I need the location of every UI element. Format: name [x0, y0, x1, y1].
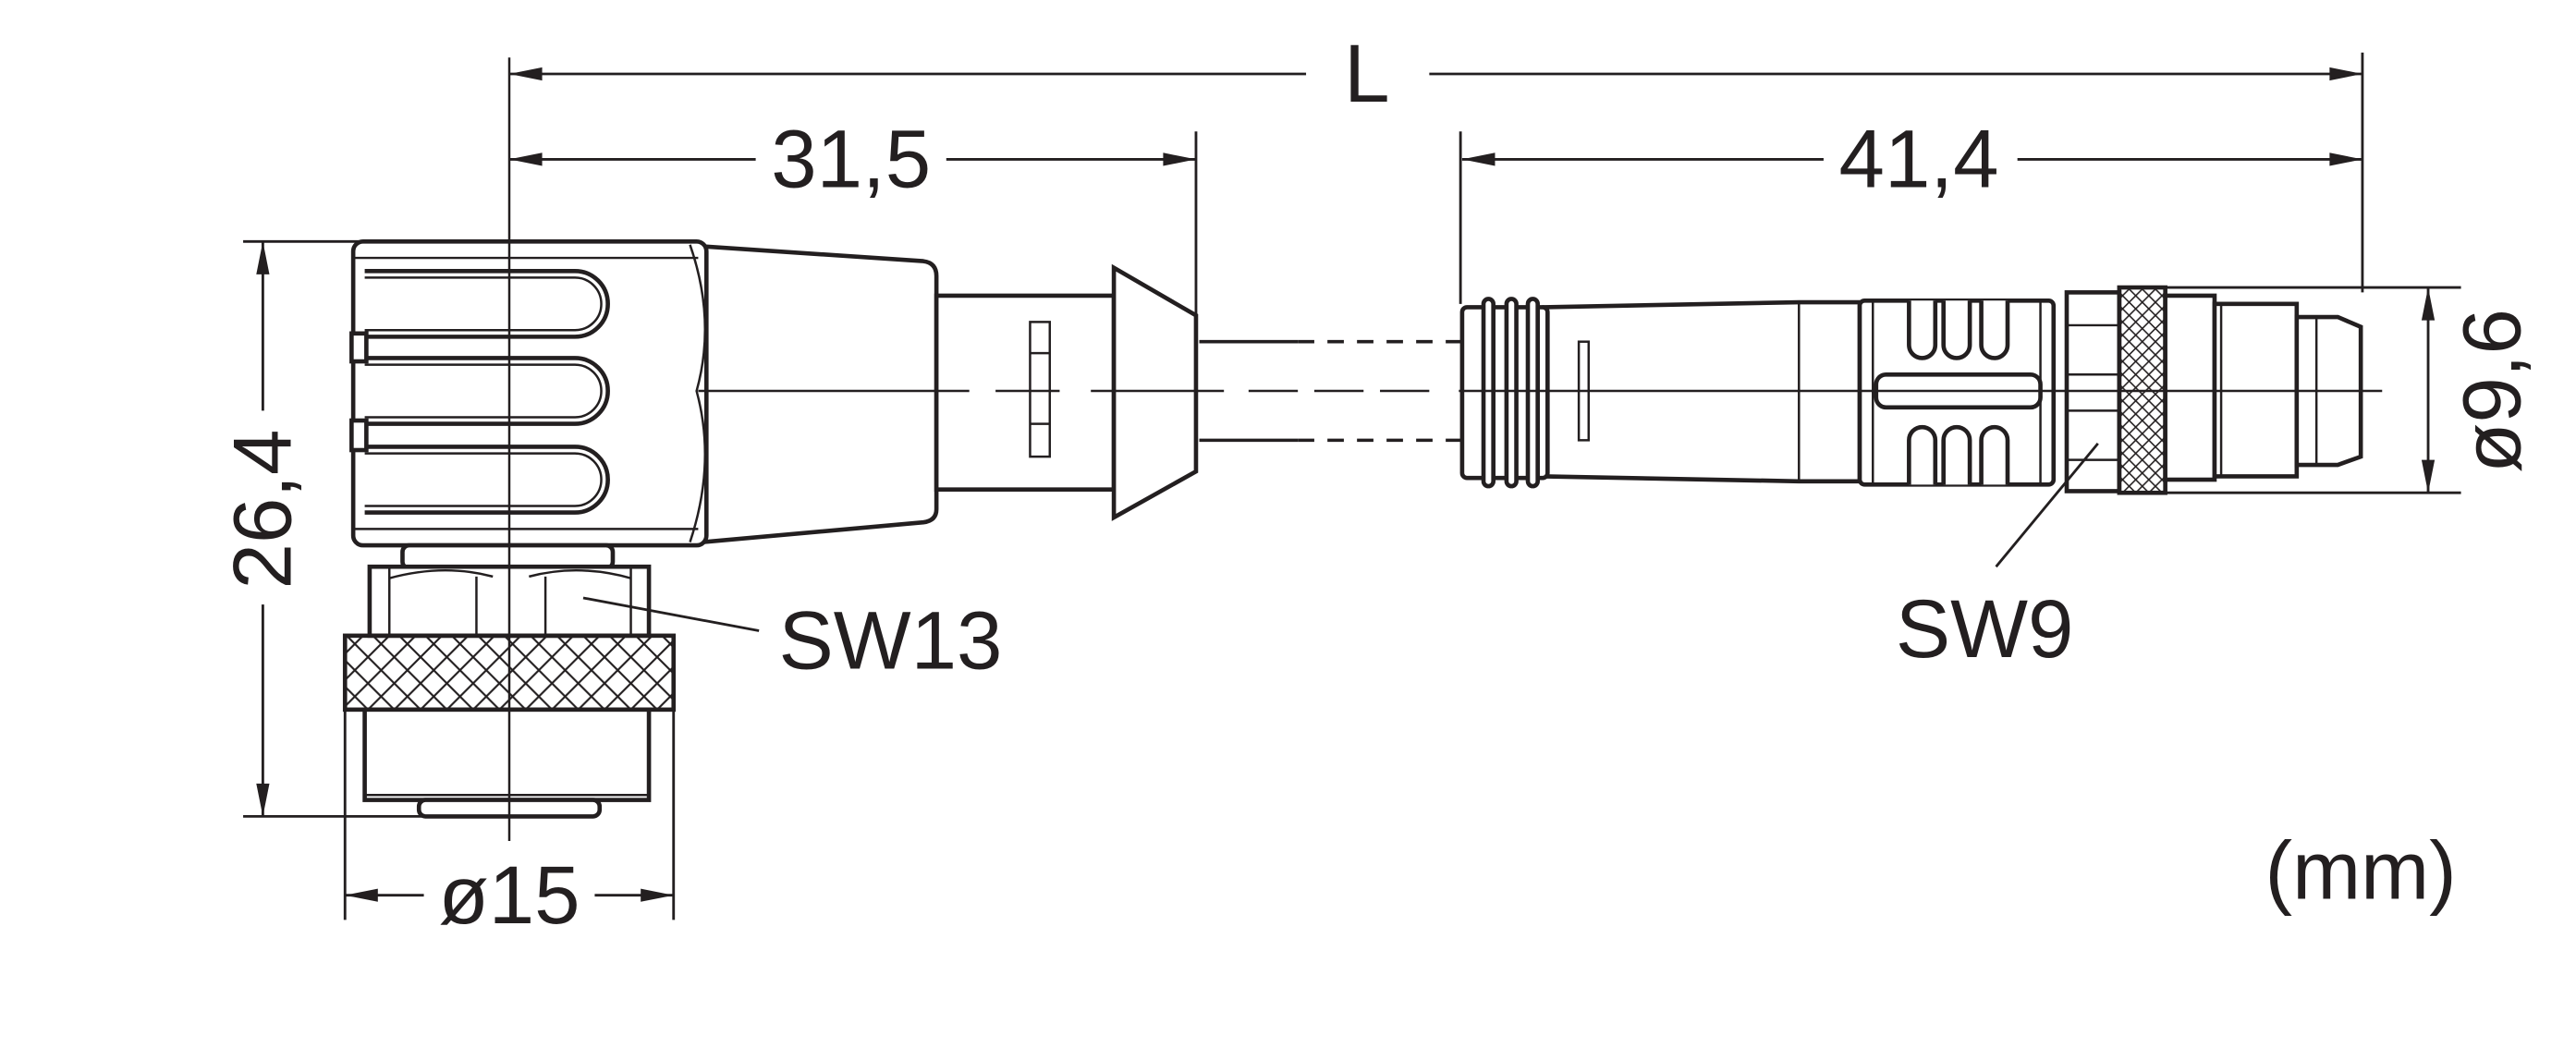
callout-label-sw13: SW13 [778, 594, 1002, 686]
dimension-label-41-4: 41,4 [1839, 114, 1999, 205]
grip-ribs [349, 268, 610, 515]
dimension-diameter-9-6: ø9,6 [2122, 286, 2538, 494]
cable [1199, 339, 1462, 443]
callout-label-sw9: SW9 [1896, 583, 2074, 675]
dimension-label-26-4: 26,4 [217, 430, 309, 590]
dimension-label-diameter-15: ø15 [438, 849, 580, 941]
dimension-label-31-5: 31,5 [771, 114, 931, 205]
right-straight-connector [1459, 285, 2383, 495]
dimension-label-L: L [1344, 28, 1389, 119]
callout-sw13: SW13 [582, 594, 1002, 686]
dimension-26-4: 26,4 [217, 239, 424, 818]
dimension-L: L [509, 28, 2364, 293]
dimension-diameter-15: ø15 [343, 640, 676, 941]
units-label: (mm) [2265, 824, 2457, 916]
dimension-31-5: 31,5 [509, 114, 1198, 321]
dimension-label-diameter-9-6: ø9,6 [2447, 309, 2538, 473]
callout-sw9: SW9 [1896, 443, 2099, 675]
dimension-41-4: 41,4 [1459, 114, 2362, 304]
left-angled-connector [342, 57, 1225, 842]
